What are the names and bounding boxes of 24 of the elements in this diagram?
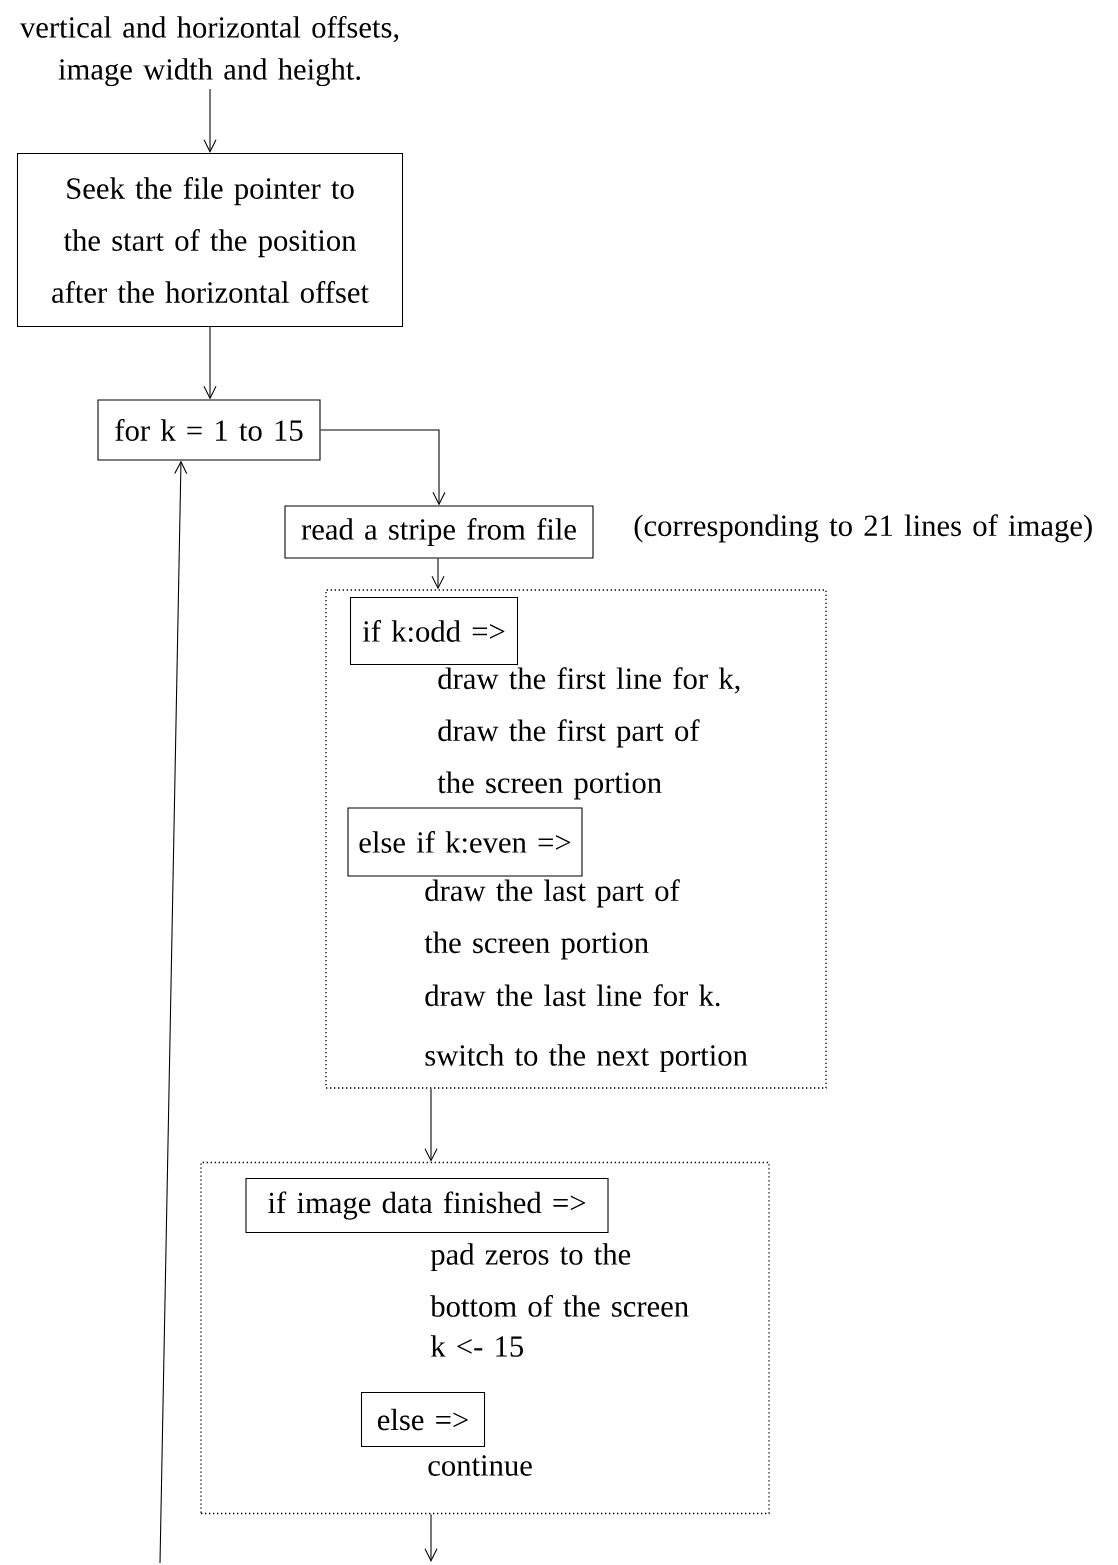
- dotted-frame: [325, 589, 827, 1089]
- step-text: draw the first part of the screen portion: [437, 719, 700, 800]
- arrow: [424, 1513, 438, 1562]
- arrow: [203, 326, 217, 400]
- condition-box: if image data finished =>: [245, 1177, 609, 1234]
- arrow: [203, 88, 217, 153]
- condition-box: if k:odd =>: [349, 596, 519, 666]
- dotted-frame: [200, 1161, 770, 1515]
- arrow: [159, 460, 188, 1564]
- arrow: [320, 429, 446, 506]
- condition-box: else =>: [360, 1391, 486, 1448]
- process-box: for k = 1 to 15: [97, 399, 321, 461]
- input-text: vertical and horizontal offsets, image width and height.: [19, 15, 399, 87]
- step-text: draw the first line for k,: [438, 667, 740, 694]
- arrow: [424, 1088, 438, 1162]
- process-box: Seek the file pointer to the start of the position after the horizontal offset: [16, 152, 404, 328]
- step-text: switch to the next portion: [425, 1044, 748, 1073]
- process-box: read a stripe from file: [284, 505, 594, 559]
- step-text: k <- 15: [430, 1335, 523, 1357]
- step-text: draw the last line for k.: [425, 984, 720, 1007]
- step-text: continue: [428, 1455, 532, 1476]
- arrow: [431, 558, 445, 590]
- step-text: (corresponding to 21 lines of image): [634, 514, 1092, 543]
- condition-box: else if k:even =>: [347, 807, 583, 877]
